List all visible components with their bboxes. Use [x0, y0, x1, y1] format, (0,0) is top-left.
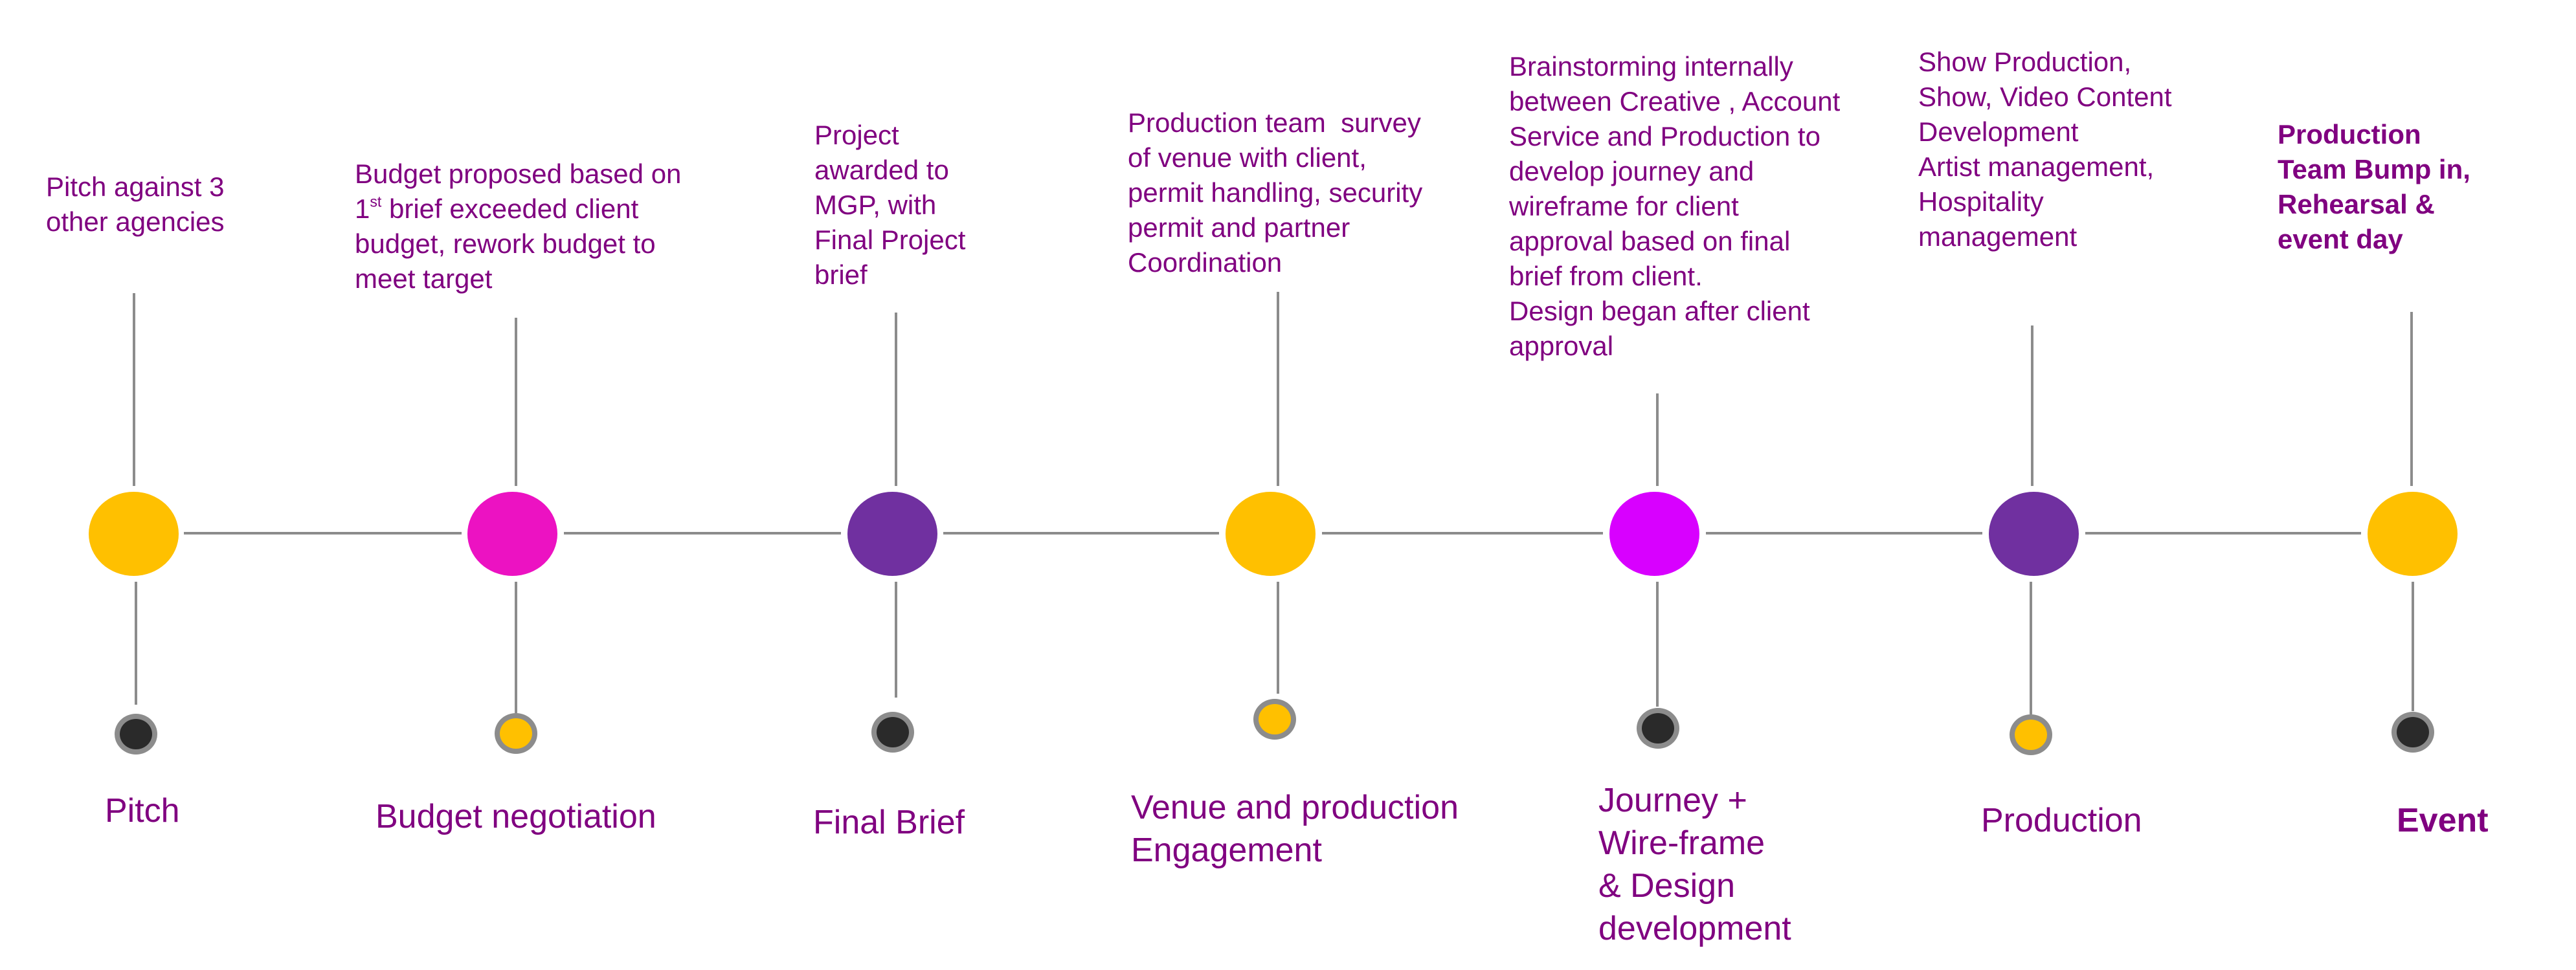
stage-marker [1637, 708, 1679, 749]
stage-node [2368, 492, 2458, 576]
lower-stem [1277, 582, 1279, 694]
upper-stem [515, 318, 517, 486]
stage-description: Pitch against 3 other agencies [46, 171, 225, 237]
stage-label: Pitch [105, 792, 180, 830]
stage-marker [115, 714, 157, 755]
stage-node [89, 492, 179, 576]
stage-description: Brainstorming internally between Creativ… [1509, 51, 1841, 361]
stage-label: Final Brief [813, 804, 965, 841]
stage-description: Production team survey of venue with cli… [1128, 107, 1423, 278]
stage-node [1989, 492, 2079, 576]
connector-line [2085, 532, 2361, 535]
upper-stem [1277, 292, 1279, 486]
desc-line: budget, rework budget to [355, 228, 656, 259]
lower-stem [2412, 582, 2414, 711]
stage-description: Production Team Bump in, Rehearsal & eve… [2278, 119, 2470, 254]
stage-marker [871, 712, 914, 753]
lower-stem [895, 582, 897, 698]
lower-stem [1656, 582, 1659, 707]
stage-marker [2391, 712, 2434, 753]
stage-label: Journey + Wire-frame & Design developmen… [1598, 782, 1791, 947]
upper-stem [2031, 325, 2033, 486]
connector-line [1706, 532, 1982, 535]
upper-stem [133, 293, 135, 486]
stage-node [1609, 492, 1699, 576]
desc-line: meet target [355, 263, 493, 294]
stage-marker [495, 713, 537, 754]
upper-stem [1656, 393, 1659, 486]
stage-description: Budget proposed based on 1st brief excee… [355, 157, 681, 296]
stage-label: Venue and production Engagement [1131, 789, 1459, 869]
stage-label: Event [2397, 802, 2489, 839]
lower-stem [135, 582, 137, 705]
desc-line: 1st brief exceeded client [355, 193, 639, 224]
stage-label: Budget negotiation [375, 798, 656, 835]
lower-stem [515, 582, 517, 713]
upper-stem [895, 313, 897, 486]
stage-node [467, 492, 557, 576]
lower-stem [2030, 582, 2032, 714]
desc-line: Budget proposed based on [355, 159, 682, 189]
connector-line [943, 532, 1219, 535]
stage-label: Production [1981, 802, 2142, 839]
stage-marker [1253, 699, 1296, 740]
stage-node [1226, 492, 1316, 576]
connector-line [184, 532, 462, 535]
stage-marker [2010, 714, 2052, 755]
stage-description: Project awarded to MGP, with Final Proje… [814, 120, 966, 290]
upper-stem [2410, 312, 2413, 486]
stage-description: Show Production, Show, Video Content Dev… [1918, 47, 2172, 252]
stage-node [847, 492, 937, 576]
connector-line [564, 532, 841, 535]
connector-line [1322, 532, 1603, 535]
